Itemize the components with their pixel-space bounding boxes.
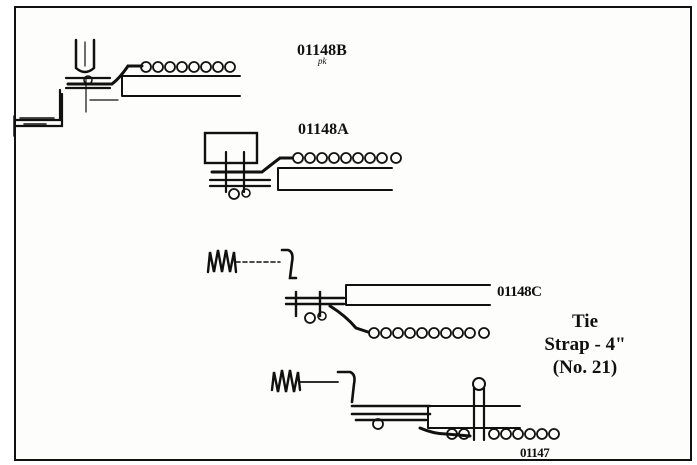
assembly-01147 <box>270 369 560 442</box>
bead-chain-01148a <box>292 152 402 164</box>
part-label-01147: 01147 <box>520 445 550 460</box>
assembly-01148c <box>206 248 491 339</box>
bead-chain-01147 <box>446 428 560 440</box>
tie-strap-note: Tie Strap - 4" (No. 21) <box>515 310 655 379</box>
strap-lead-01147 <box>418 426 472 438</box>
part-label-01148a: 01148A <box>298 121 349 138</box>
tie-note-line-2: Strap - 4" <box>544 334 626 355</box>
strap-lead-01148c <box>328 304 370 334</box>
assembly-01148b <box>13 38 241 137</box>
part-label-01148c: 01148C <box>497 284 542 300</box>
hook-01148c <box>280 248 298 280</box>
cable-tube-01148b <box>121 75 241 97</box>
tie-note-line-3: (No. 21) <box>552 357 618 378</box>
coil-01147 <box>270 369 302 393</box>
bracket-01148b <box>14 76 112 128</box>
part-label-01148b: 01148B <box>297 42 347 59</box>
bead-chain-01148c <box>368 327 490 339</box>
post-01147 <box>472 386 486 442</box>
assembly-01148a <box>203 131 402 200</box>
hook-01147 <box>336 370 356 404</box>
box-01148a <box>203 131 259 165</box>
cable-tube-01148a <box>277 167 393 191</box>
tie-note-line-1: Tie <box>571 311 599 332</box>
cable-tube-01148c <box>345 284 491 306</box>
handwritten-note: pk <box>318 56 327 66</box>
clip-u-01148b <box>74 38 96 74</box>
strap-lead-01148b <box>66 64 144 86</box>
bead-chain-01148b <box>140 61 236 73</box>
coil-01148c <box>206 249 238 274</box>
strap-lead-01148a <box>210 156 294 174</box>
